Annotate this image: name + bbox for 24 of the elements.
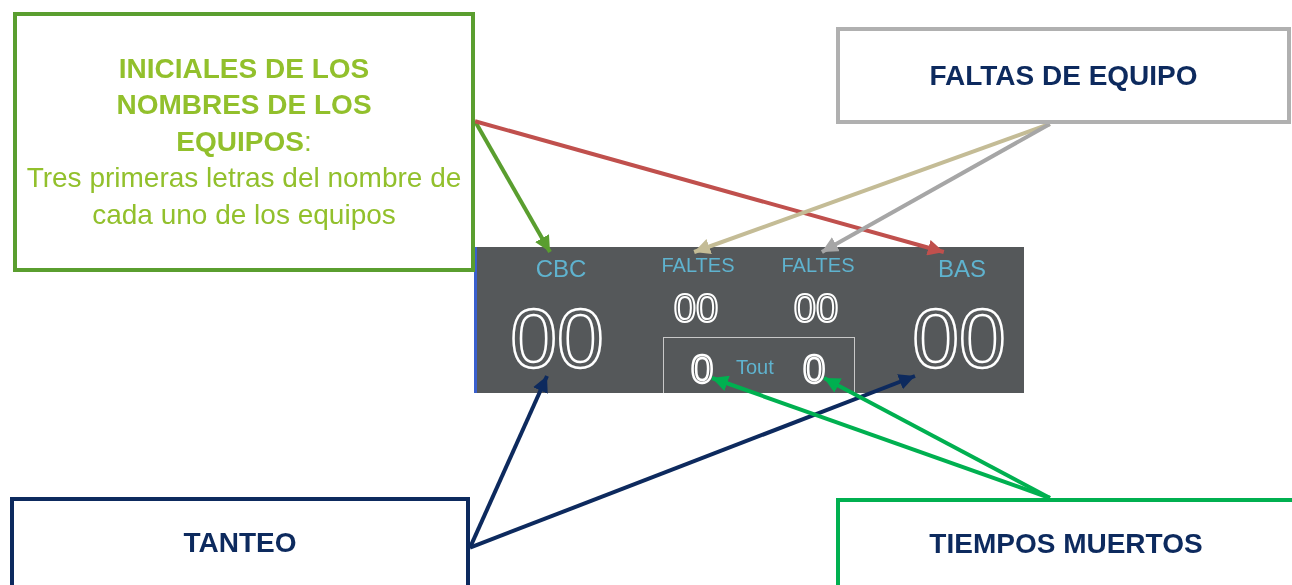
timeout-frame — [663, 337, 855, 393]
score-display: 00 — [905, 296, 1013, 376]
timeout-display: 0 — [688, 349, 716, 389]
score-display: 00 — [503, 296, 611, 376]
arrow — [474, 119, 945, 256]
arrow — [473, 120, 552, 253]
fouls-display: 00 — [792, 288, 840, 330]
callout-text: Tres primeras letras del nombre de cada uno de los equipos — [25, 161, 463, 232]
timeout-label: Tout — [736, 356, 774, 379]
fouls-label: FALTES — [655, 252, 741, 278]
arrow — [823, 376, 1051, 500]
team-initials: CBC — [529, 252, 593, 286]
fouls-label: FALTES — [775, 252, 861, 278]
scoreboard-panel — [474, 247, 1024, 393]
callout-box — [13, 12, 475, 272]
callout-box: TIEMPOS MUERTOS — [836, 498, 1292, 585]
fouls-display: 00 — [672, 288, 720, 330]
callout-box: TANTEO — [10, 497, 470, 585]
callout-box: FALTAS DE EQUIPO — [836, 27, 1291, 124]
timeout-display: 0 — [800, 349, 828, 389]
callout-heading: INICIALES DE LOS NOMBRES DE LOS EQUIPOS: — [115, 52, 373, 159]
arrow — [469, 374, 916, 550]
team-initials: BAS — [929, 252, 995, 286]
arrow — [820, 122, 1051, 254]
